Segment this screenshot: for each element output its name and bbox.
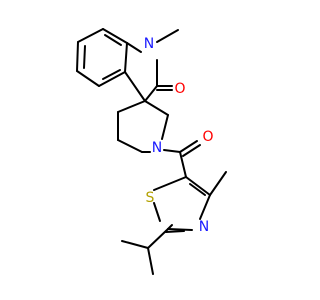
thiazole-ring [153,176,211,233]
atom-label-s-thiazole: S [146,190,155,206]
atom-label-o-amide: O [202,129,213,145]
atom-label-n-piperidine: N [152,140,162,156]
amide-carbonyl [179,140,201,157]
thiazole-methyl-bond [209,171,227,196]
lactam-carbonyl [156,85,173,91]
piperidine-ring [117,100,169,153]
n-methyl-bond [156,29,179,43]
isopropyl-group [121,228,169,275]
molecule-structure: N O N O S N [76,28,227,275]
indolinone-ring [124,42,158,102]
amide-thiazole-bond [179,151,187,178]
benzene-ring [76,28,128,87]
atom-label-n-indoline: N [144,36,154,52]
atom-label-o-lactam: O [174,81,185,97]
atom-label-n-thiazole: N [199,219,209,235]
molecule-canvas: N O N O S N [76,28,227,275]
amide-n-bond [163,149,181,153]
